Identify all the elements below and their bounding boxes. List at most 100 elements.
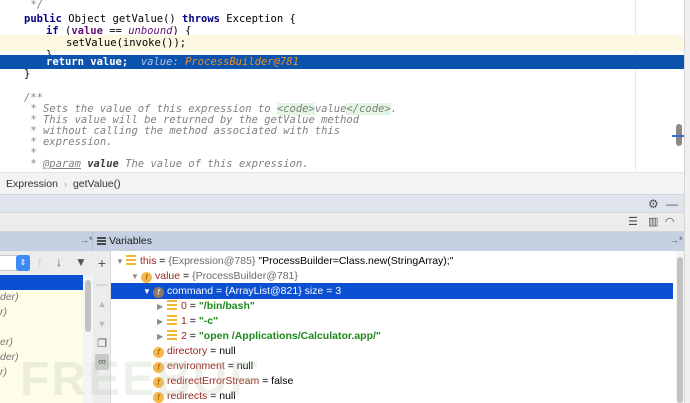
equals: = [186, 330, 199, 342]
variable-row-item-1[interactable]: ▶1 = "-c" [111, 313, 673, 329]
inline-debug-label: value: [140, 56, 186, 68]
variable-name: value [155, 270, 181, 282]
variables-icon [97, 237, 106, 245]
variable-name: 2 [181, 330, 187, 342]
collapse-triangle-icon[interactable]: ▶ [157, 302, 164, 311]
code-text: Exception { [219, 13, 296, 25]
variable-name: directory [167, 345, 208, 357]
expand-triangle-icon[interactable]: ▼ [143, 287, 151, 296]
move-down-icon[interactable]: ▼ [97, 319, 107, 329]
expand-triangle-icon[interactable]: ▼ [116, 257, 124, 266]
arrow-up-icon[interactable]: ↑ [37, 255, 43, 269]
variable-name: this [140, 255, 157, 267]
variable-name: 0 [181, 300, 187, 312]
code-line: /** [0, 90, 684, 106]
comment-html-tag: <code> [276, 103, 315, 115]
editor-scroll-marker [672, 135, 684, 137]
filter-icon[interactable]: ▼ [75, 255, 87, 269]
memory-icon[interactable]: ▥ [648, 216, 659, 228]
equals: = [180, 270, 193, 282]
inline-debug-value[interactable]: ProcessBuilder@781 [185, 56, 299, 68]
variable-name: redirectErrorStream [167, 375, 260, 387]
gear-icon[interactable]: ⚙ [648, 197, 659, 211]
equals: = [186, 315, 199, 327]
code-text: Object getValue() [61, 13, 183, 25]
arrow-down-icon[interactable]: ↓ [56, 255, 62, 269]
frame-item[interactable] [0, 320, 83, 335]
breadcrumb-item-method[interactable]: getValue() [72, 177, 121, 190]
frame-item[interactable]: der) [0, 291, 19, 303]
code-line: * Sets the value of this expression to <… [0, 101, 684, 117]
threads-icon[interactable]: ☰ [628, 216, 638, 228]
overhead-icon[interactable]: ◠ [665, 216, 675, 228]
frames-scrollbar-thumb[interactable] [85, 280, 91, 332]
javadoc-tag: @param [42, 158, 81, 170]
comment-text: * [24, 158, 43, 170]
code-line-method-signature: public Object getValue() throws Exceptio… [0, 11, 684, 27]
variable-value: null [219, 390, 236, 402]
remove-watch-icon[interactable]: — [96, 277, 108, 291]
editor-gutter[interactable] [0, 0, 10, 172]
frame-item[interactable] [0, 275, 83, 290]
variable-row-this[interactable]: ▼this = {Expression@785} "ProcessBuilder… [111, 253, 673, 269]
pin-icon[interactable]: →* [80, 235, 93, 245]
collapse-triangle-icon[interactable]: ▶ [157, 332, 164, 341]
variables-title: Variables [109, 235, 152, 247]
add-watch-icon[interactable]: + [97, 255, 107, 271]
show-watches-icon[interactable]: ∞ [95, 354, 109, 370]
variable-row-item-0[interactable]: ▶0 = "/bin/bash" [111, 298, 673, 314]
code-line: * without calling the method associated … [0, 123, 684, 139]
code-line: } [0, 66, 684, 82]
variable-size: size = 3 [301, 285, 342, 297]
frame-item[interactable]: r) [0, 366, 7, 378]
frame-item[interactable]: der) [0, 351, 19, 363]
right-margin-guide [635, 0, 636, 172]
field-icon: f [153, 362, 164, 373]
frame-item[interactable]: er) [0, 336, 13, 348]
minimize-icon[interactable]: — [666, 197, 678, 211]
equals: = [259, 375, 272, 387]
code-editor[interactable]: */ public Object getValue() throws Excep… [0, 0, 684, 172]
variable-row-item-2[interactable]: ▶2 = "open /Applications/Calculator.app/… [111, 328, 673, 344]
frame-item[interactable] [0, 380, 83, 395]
collapse-triangle-icon[interactable]: ▶ [157, 317, 164, 326]
comment-text: /** [24, 92, 43, 104]
variable-ref: {ArrayList@821} [225, 285, 302, 297]
field-icon: f [141, 272, 152, 283]
variables-scrollbar-thumb[interactable] [677, 257, 683, 403]
chevron-updown-icon[interactable]: ⇕ [16, 255, 30, 271]
debug-toolbar: ☰ ▥ ◠ [0, 212, 684, 232]
variable-name: 1 [181, 315, 187, 327]
keyword: public [24, 13, 62, 25]
variables-tree[interactable]: ▼this = {Expression@785} "ProcessBuilder… [111, 251, 676, 403]
debug-tool-window-header: ⚙ — [0, 194, 684, 212]
code-line: * expression. [0, 134, 684, 150]
pin-icon[interactable]: →* [670, 235, 683, 245]
variable-name: environment [167, 360, 225, 372]
variable-value: null [236, 360, 254, 372]
code-text: == [102, 25, 129, 37]
field-icon: f [153, 347, 164, 358]
frames-scrollbar[interactable] [83, 275, 93, 403]
expand-triangle-icon[interactable]: ▼ [131, 272, 139, 281]
move-up-icon[interactable]: ▲ [97, 299, 107, 309]
breadcrumb-item-class[interactable]: Expression [6, 177, 58, 190]
comment-text: * This value will be returned by the get… [24, 114, 360, 126]
frame-item[interactable]: r) [0, 306, 7, 318]
variable-ref: {Expression@785} [168, 255, 256, 267]
object-icon [126, 255, 136, 265]
copy-icon[interactable]: ❐ [97, 338, 107, 350]
equals: = [213, 285, 226, 297]
frames-list[interactable]: der) r) er) der) r) [0, 275, 83, 403]
code-text: ) { [172, 25, 192, 37]
static-field-ref: unbound [128, 25, 173, 37]
comment-text: * [24, 147, 37, 159]
variables-scrollbar[interactable] [676, 251, 684, 403]
frames-toolbar: ⇕ ↑ ↓ ▼ [0, 251, 93, 275]
